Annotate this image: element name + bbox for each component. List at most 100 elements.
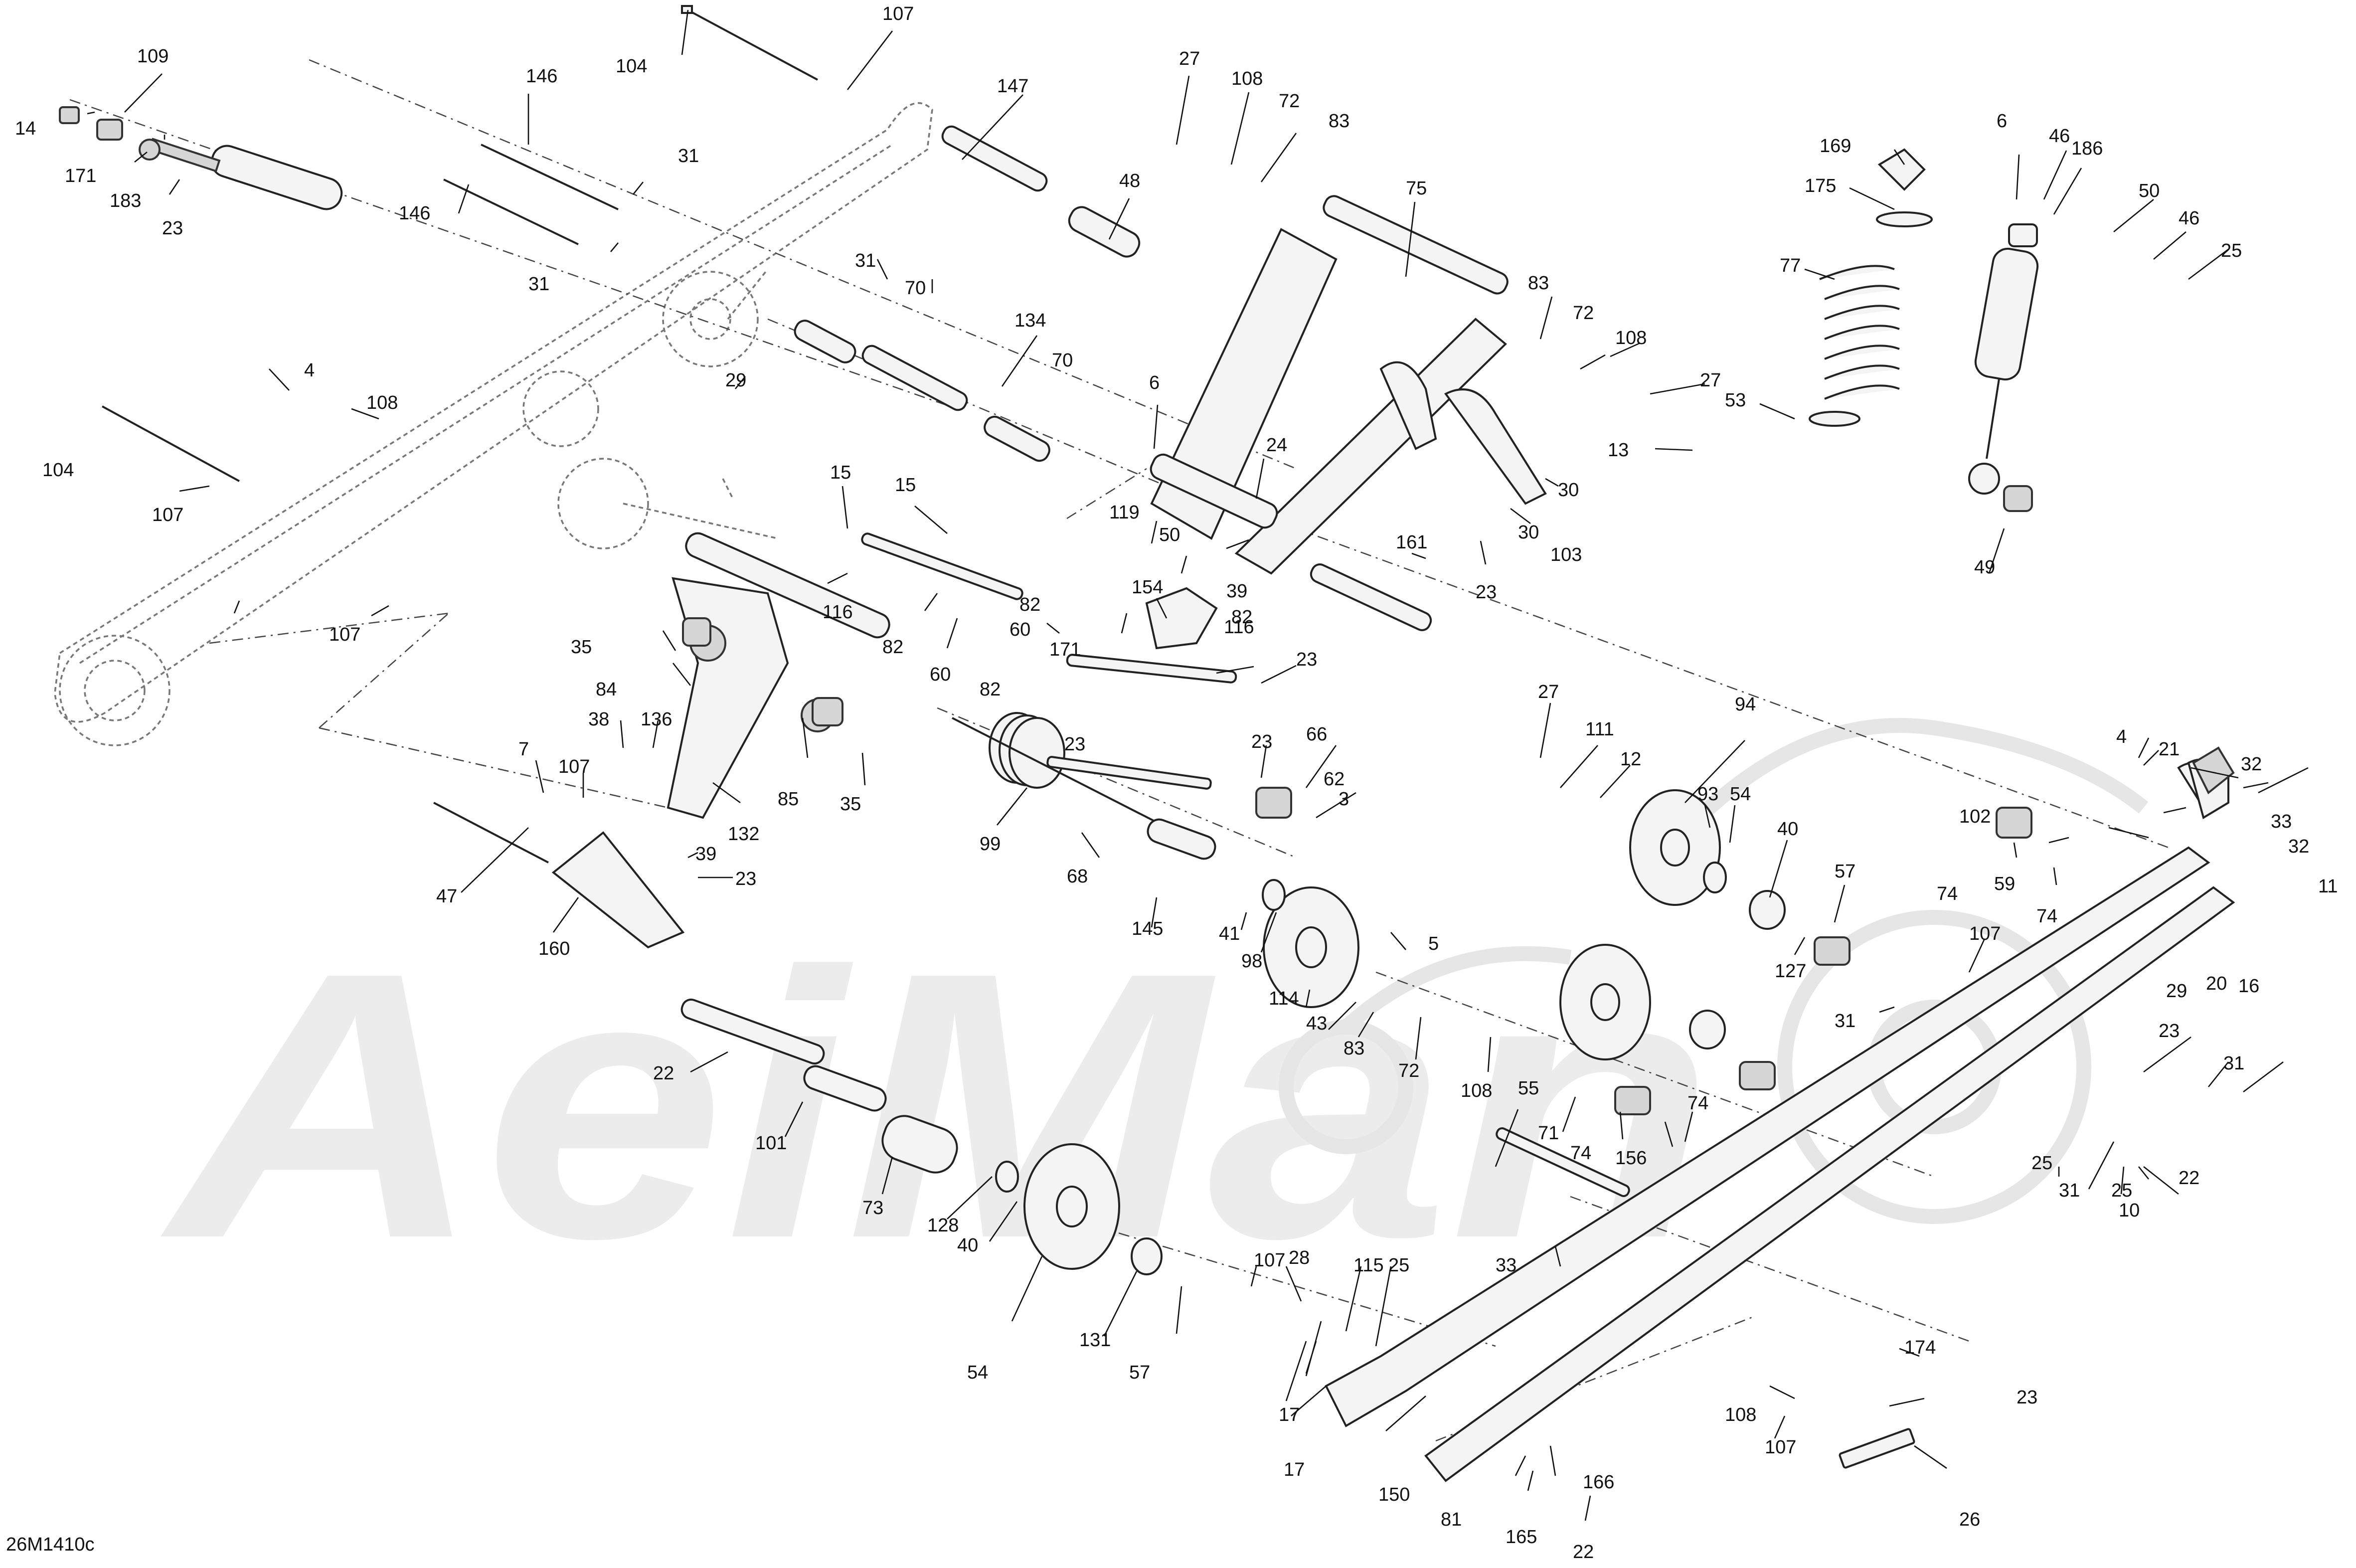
callout-label: 186 xyxy=(2071,138,2103,159)
callout-label: 145 xyxy=(1132,918,1163,939)
callout-label: 4 xyxy=(2116,726,2127,747)
callout-label: 26 xyxy=(1959,1509,1980,1530)
callout-label: 23 xyxy=(2017,1387,2037,1408)
callout-label: 57 xyxy=(1129,1362,1150,1383)
drawing-code: 26M1410c xyxy=(6,1534,94,1555)
callout-label: 21 xyxy=(2159,739,2180,760)
callout-label: 23 xyxy=(1251,731,1272,752)
callout-label: 84 xyxy=(596,679,617,700)
callout-label: 131 xyxy=(1079,1330,1111,1351)
callout-label: 147 xyxy=(997,76,1028,97)
callout-label: 40 xyxy=(957,1235,978,1256)
callout-label: 82 xyxy=(1231,607,1252,628)
callout-label: 12 xyxy=(1620,749,1641,770)
callout-label: 146 xyxy=(526,66,557,87)
callout-label: 73 xyxy=(862,1198,883,1219)
callout-label: 102 xyxy=(1959,806,1991,827)
callout-label: 156 xyxy=(1615,1148,1647,1169)
callout-label: 107 xyxy=(558,756,590,777)
callout-label: 54 xyxy=(967,1362,988,1383)
callout-label: 171 xyxy=(1049,639,1081,660)
callout-label: 108 xyxy=(1725,1404,1756,1425)
callout-label: 31 xyxy=(2059,1180,2080,1201)
callout-label: 30 xyxy=(1518,522,1539,543)
callout-label: 23 xyxy=(1064,734,1085,755)
callout-label: 115 xyxy=(1353,1255,1384,1276)
callout-label: 35 xyxy=(571,637,592,658)
callout-label: 60 xyxy=(1010,619,1030,640)
callout-label: 16 xyxy=(2238,976,2259,997)
callout-label: 116 xyxy=(1224,617,1254,638)
callout-label: 32 xyxy=(2288,836,2309,857)
callout-label: 17 xyxy=(1284,1459,1305,1480)
callout-label: 70 xyxy=(1052,350,1073,371)
callout-label: 70 xyxy=(905,278,926,299)
callout-label: 15 xyxy=(895,475,916,496)
callout-label: 43 xyxy=(1306,1013,1327,1034)
callout-label: 66 xyxy=(1306,724,1327,745)
callout-label: 82 xyxy=(980,679,1001,700)
callout-label: 23 xyxy=(1296,649,1317,670)
callout-label: 146 xyxy=(399,203,430,224)
callout-label: 20 xyxy=(2206,973,2227,994)
callout-label: 3 xyxy=(1339,789,1349,810)
front-shock-absorber xyxy=(59,106,343,210)
callout-label: 10 xyxy=(2119,1200,2140,1221)
callout-label: 39 xyxy=(1226,581,1247,602)
callout-label: 134 xyxy=(1014,310,1046,331)
callout-label: 27 xyxy=(1700,370,1721,391)
callout-label: 136 xyxy=(641,709,672,730)
callout-label: 72 xyxy=(1279,91,1300,112)
callout-label: 111 xyxy=(1585,719,1614,740)
front-arm xyxy=(1150,195,1547,575)
callout-label: 57 xyxy=(1835,861,1855,882)
callout-label: 22 xyxy=(1573,1542,1594,1563)
callout-label: 107 xyxy=(152,505,183,525)
callout-label: 108 xyxy=(1231,68,1263,89)
callout-label: 32 xyxy=(2241,754,2262,775)
callout-label: 40 xyxy=(1777,819,1798,840)
callout-label: 74 xyxy=(1687,1093,1708,1114)
callout-label: 183 xyxy=(110,190,141,211)
callout-label: 93 xyxy=(1697,784,1718,805)
callout-label: 154 xyxy=(1132,577,1163,598)
callout-label: 30 xyxy=(1558,480,1579,501)
callout-label: 38 xyxy=(588,709,609,730)
callout-label: 22 xyxy=(653,1063,674,1084)
callout-label: 33 xyxy=(2271,811,2292,832)
callout-label: 23 xyxy=(1476,582,1497,603)
callout-label: 119 xyxy=(1109,502,1140,523)
callout-label: 17 xyxy=(1279,1404,1300,1425)
callout-label: 53 xyxy=(1725,390,1746,411)
callout-label: 161 xyxy=(1396,532,1427,553)
callout-label: 72 xyxy=(1573,303,1594,324)
callout-label: 50 xyxy=(1159,524,1180,545)
callout-label: 62 xyxy=(1324,769,1345,790)
callout-label: 169 xyxy=(1820,136,1851,157)
callout-label: 160 xyxy=(538,938,570,959)
callout-label: 6 xyxy=(1149,372,1160,393)
callout-label: 72 xyxy=(1398,1060,1419,1081)
callout-label: 83 xyxy=(1528,273,1549,294)
callout-label: 31 xyxy=(2223,1053,2244,1074)
callout-label: 46 xyxy=(2049,126,2070,147)
callout-label: 174 xyxy=(1904,1337,1936,1358)
callout-label: 83 xyxy=(1344,1038,1364,1059)
callout-label: 47 xyxy=(436,886,457,907)
callout-label: 114 xyxy=(1269,988,1299,1009)
callout-label: 22 xyxy=(2179,1168,2199,1189)
callout-label: 11 xyxy=(2318,876,2338,897)
callout-label: 54 xyxy=(1730,784,1751,805)
reference-rail-outline xyxy=(54,102,933,746)
callout-label: 75 xyxy=(1406,178,1427,199)
callout-label: 31 xyxy=(855,250,876,271)
callout-label: 35 xyxy=(840,794,861,815)
callout-label: 24 xyxy=(1266,435,1287,456)
callout-label: 108 xyxy=(1615,328,1647,348)
callout-label: 74 xyxy=(1570,1143,1591,1164)
callout-label: 85 xyxy=(778,789,799,810)
callout-label: 98 xyxy=(1241,951,1262,972)
callout-label: 107 xyxy=(1969,923,2001,944)
callout-label: 25 xyxy=(2031,1153,2052,1174)
